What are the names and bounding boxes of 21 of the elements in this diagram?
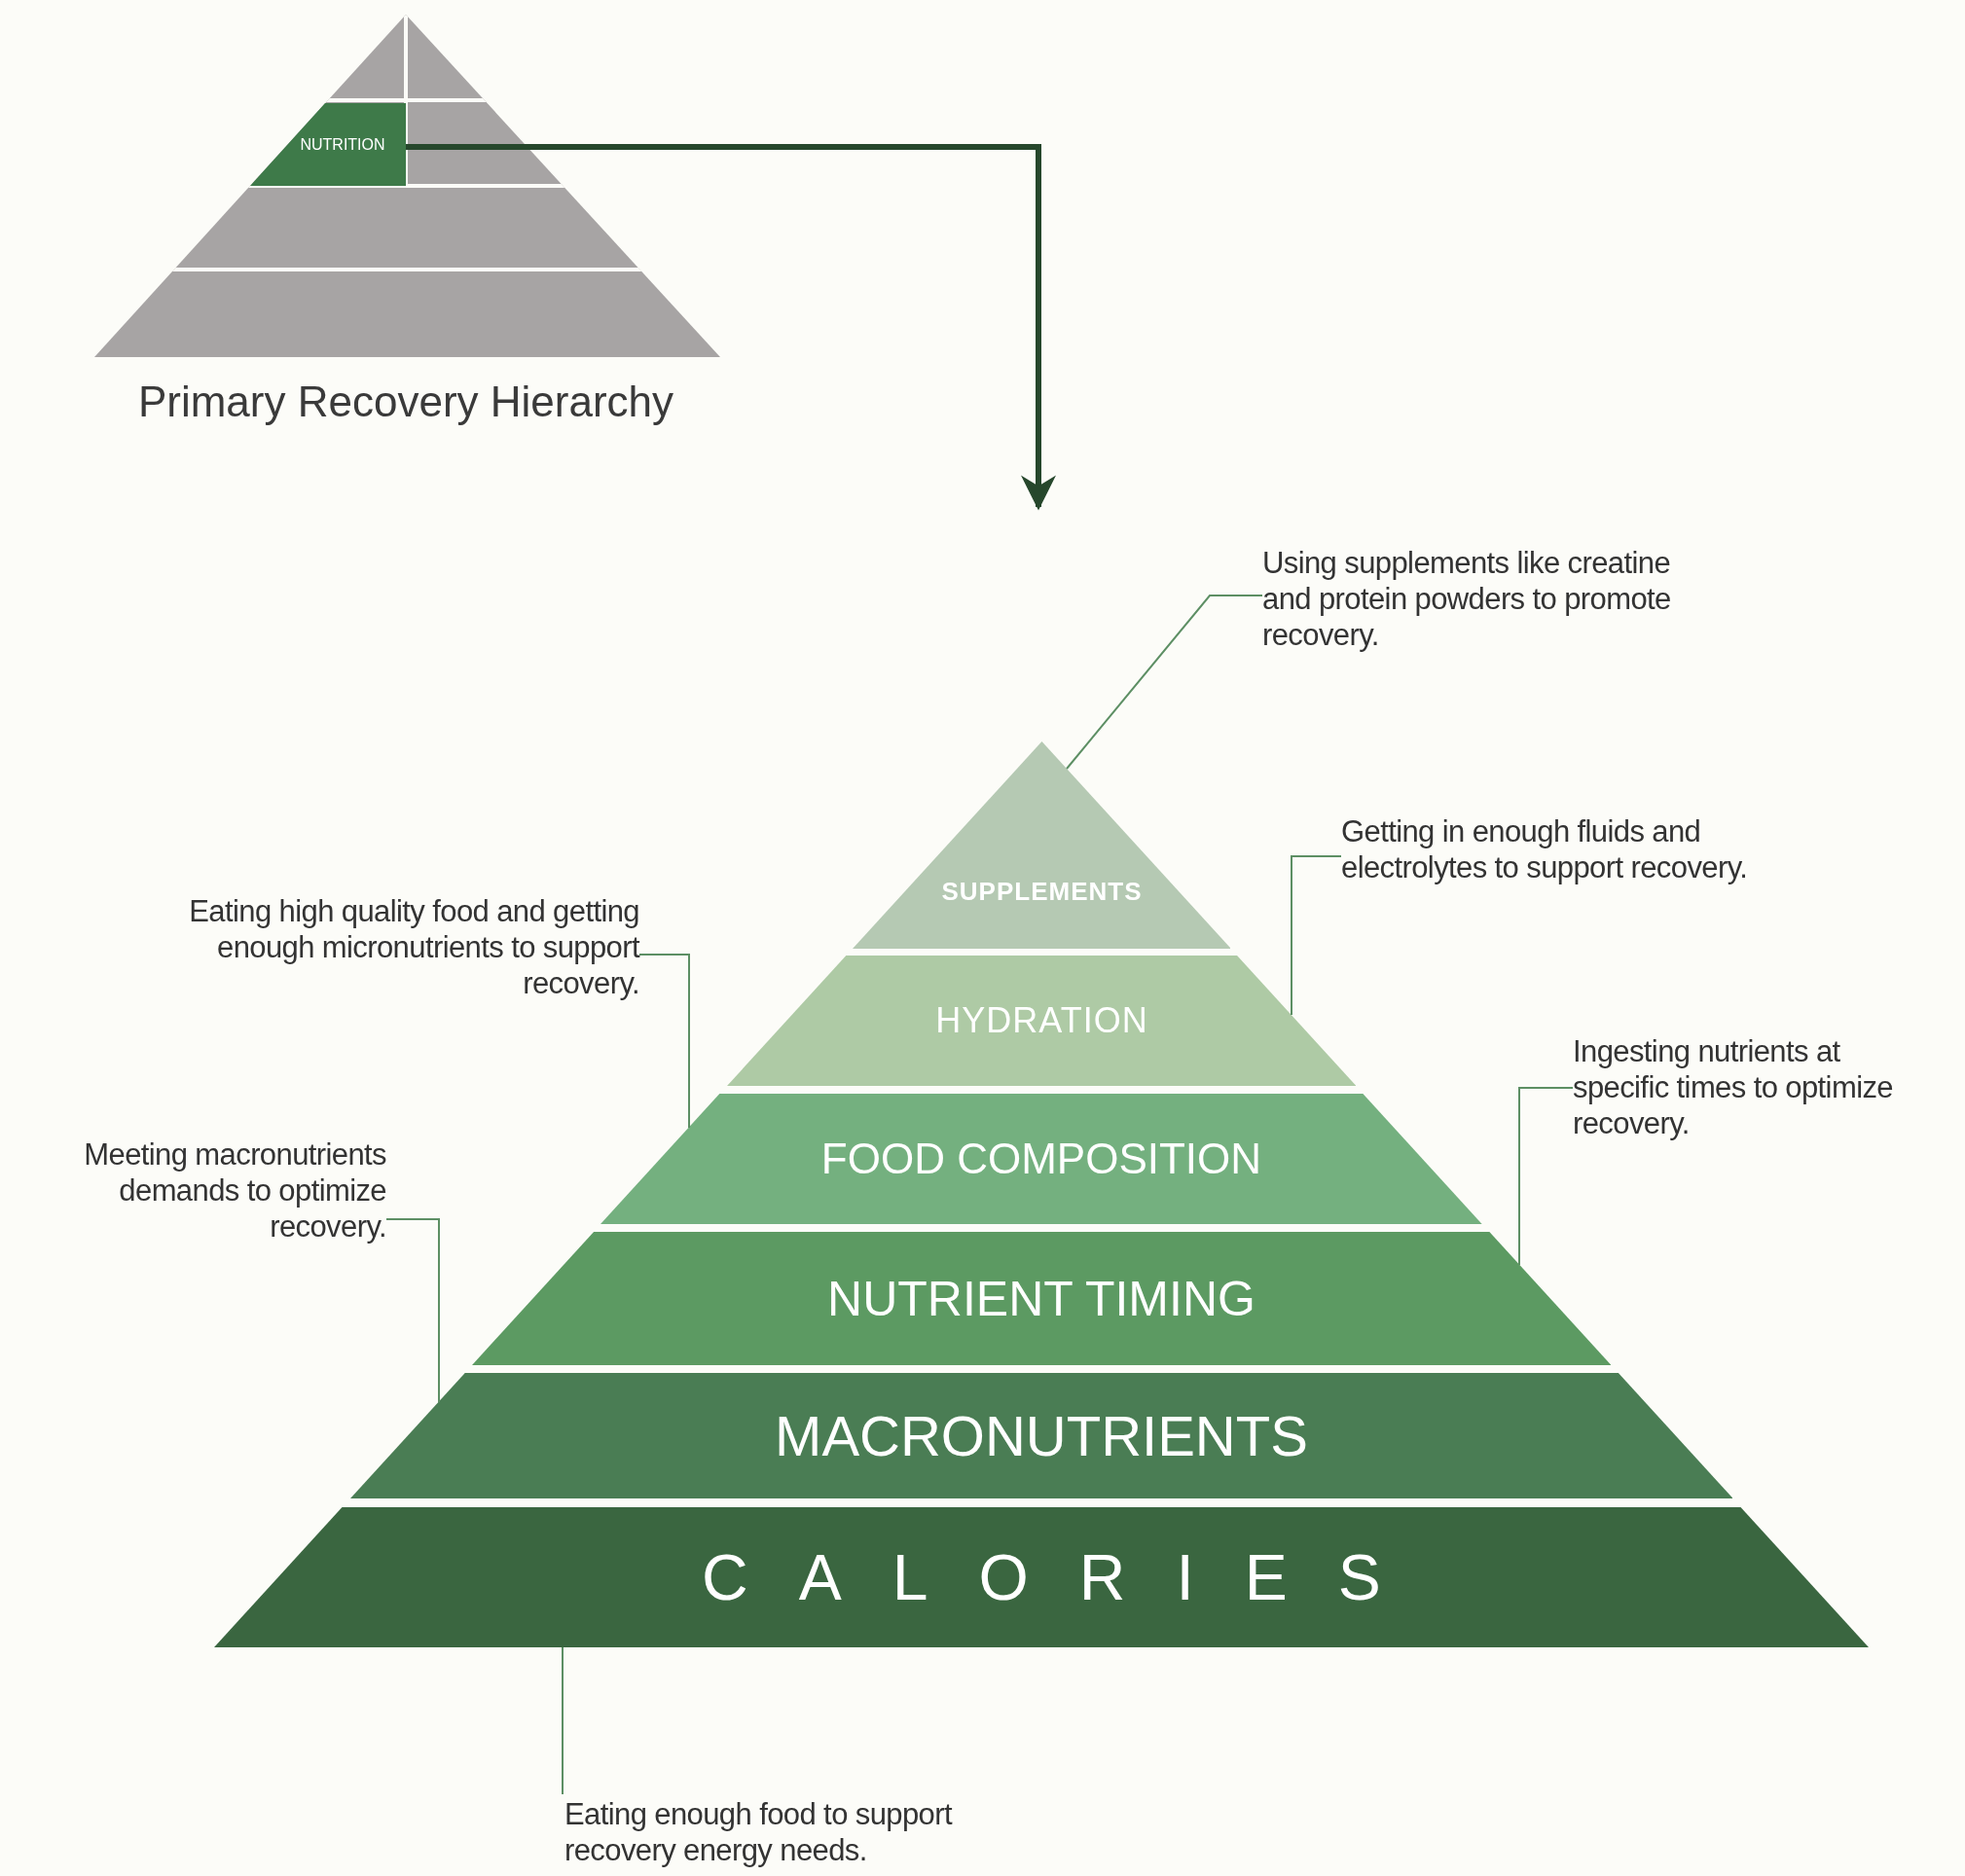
tier-label: NUTRIENT TIMING [827,1270,1255,1327]
leader-line [1291,855,1342,1016]
tier-label: CALORIES [701,1540,1432,1614]
callout-text: Using supplements like creatine and protein powders to promote recovery. [1262,546,1671,652]
callout-text: Eating enough food to support recovery energy needs. [564,1797,952,1867]
callout-text: Ingesting nutrients at specific times to optimize recovery. [1573,1034,1893,1140]
tier-label: FOOD COMPOSITION [820,1135,1262,1183]
tier-label: HYDRATION [934,1000,1148,1041]
callout-text: Meeting macronutrients demands to optimize recovery. [84,1137,386,1244]
leader-line [1518,1087,1574,1266]
leader-line [385,1218,440,1403]
arrow [406,144,1056,511]
leader-line [562,1646,564,1795]
callout-text: Getting in enough fluids and electrolytes to support recovery. [1341,814,1748,884]
tier-label: SUPPLEMENTS [940,876,1143,907]
leader-line [638,954,690,1129]
callout-text: Eating high quality food and getting enough micronutrients to support recovery. [189,894,639,1000]
leader-line [1066,595,1263,770]
segment-label: NUTRITION [300,135,385,154]
diagram-caption: Primary Recovery Hierarchy [136,378,675,426]
tier-label: MACRONUTRIENTS [775,1403,1308,1468]
